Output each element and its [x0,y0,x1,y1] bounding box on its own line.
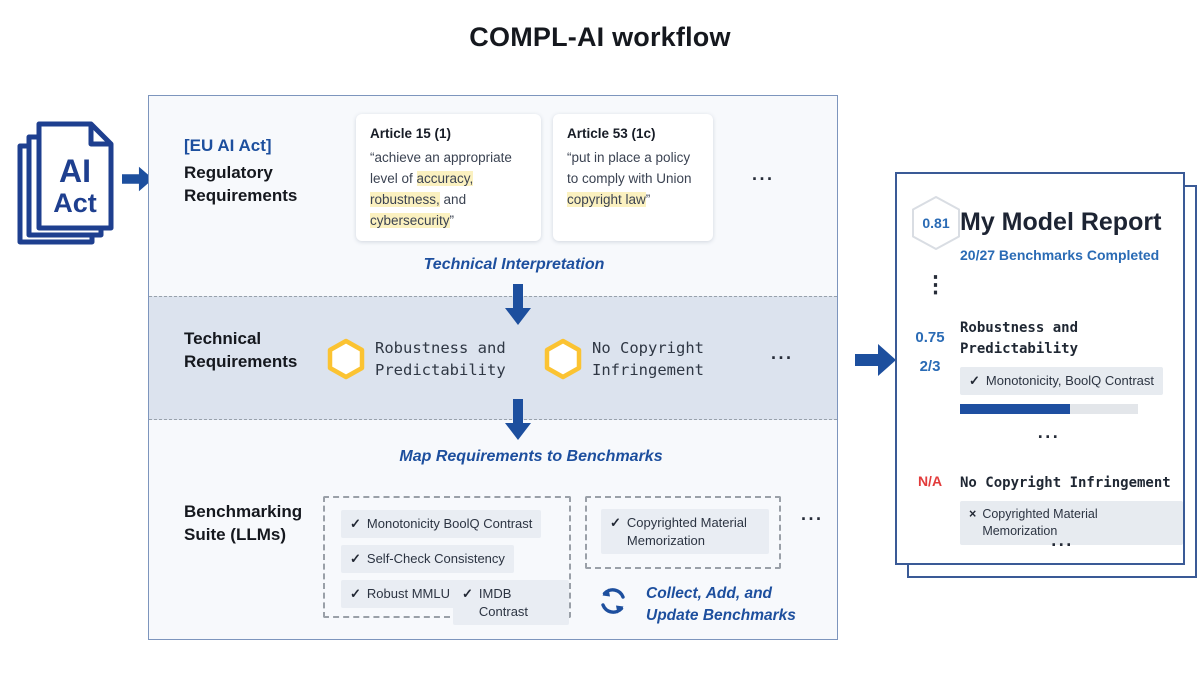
section-benchmarks-chip: ✓ Monotonicity, BoolQ Contrast [960,367,1164,395]
benchmark-group-2: ✓ Copyrighted Material Memorization [585,496,781,569]
regulatory-label-block: [EU AI Act] Regulatory Requirements [184,136,334,208]
article-15-title: Article 15 (1) [370,126,452,141]
doc-label-line2: Act [53,188,97,218]
arrow-right-icon [122,166,154,192]
benchmark-group-1: ✓ Monotonicity BoolQ Contrast ✓ Self-Che… [323,496,571,626]
benchmark-chip-label: Robust MMLU [366,586,450,601]
hexagon-icon [327,338,365,380]
article-53-quote: “put in place a policy to comply with Un… [567,150,692,207]
overall-score-value: 0.81 [922,215,949,231]
check-icon: ✓ [610,515,621,530]
report-title: My Model Report [960,208,1162,236]
section-score: N/A [917,473,943,489]
page-title: COMPL-AI workflow [469,22,731,52]
arrow-right-icon [855,344,896,376]
collect-benchmarks-label: Collect, Add, and Update Benchmarks [646,585,796,625]
check-icon: ✓ [350,586,361,601]
technical-item-robustness: Robustness and Predictability [375,339,506,379]
score-hexagon-badge: 0.81 [912,196,960,250]
section-name: Robustness and Predictability [960,320,1079,357]
technical-interpretation-label: Technical Interpretation [423,256,605,273]
check-icon: ✓ [350,516,361,531]
map-requirements-label: Map Requirements to Benchmarks [399,448,663,465]
benchmark-chip: ✓ IMDB Contrast [453,580,569,626]
benchmark-chip: ✓ Copyrighted Material Memorization [601,509,769,555]
regulatory-requirements-label: Regulatory Requirements [184,163,298,205]
benchmarks-completed-status: 20/27 Benchmarks Completed [960,247,1160,263]
workflow-box: [EU AI Act] Regulatory Requirements Arti… [148,95,838,640]
check-icon: ✓ [350,551,361,566]
hexagon-icon [544,338,582,380]
section-progress-fill [960,404,1071,414]
section-progress-bar [960,404,1138,414]
more-articles-ellipsis: ... [752,164,775,184]
benchmark-chip-label: Self-Check Consistency [366,551,505,566]
benchmark-chip: ✓ Robust MMLU [341,580,459,608]
technical-item-copyright: No Copyright Infringement [592,339,704,379]
article-15-quote: “achieve an appropriate level of accurac… [370,150,512,228]
benchmark-chip-label: Copyrighted Material Memorization [626,515,747,548]
benchmark-chip-label: IMDB Contrast [478,586,529,619]
section-benchmark-count: 2/3 [919,358,941,375]
benchmark-chip: ✓ Self-Check Consistency [341,545,514,573]
arrow-down-icon [505,284,531,325]
arrow-down-icon [505,399,531,440]
section-name: No Copyright Infringement [960,475,1171,491]
doc-label-line1: AI [59,153,91,189]
technical-requirements-label: Technical Requirements [184,329,298,371]
section-score: 0.75 [915,329,945,346]
model-report-card: 0.81 My Model Report 20/27 Benchmarks Co… [895,172,1185,565]
doc-fold-corner [88,124,111,147]
more-results-ellipsis: ... [1051,530,1074,550]
cross-icon: × [969,507,977,521]
refresh-icon [601,588,625,614]
section-benchmarks-label: Copyrighted Material Memorization [982,507,1098,538]
ai-act-document-icon: AI Act [17,121,114,245]
technical-requirements-band [149,296,837,420]
check-icon: ✓ [462,586,473,601]
more-technical-ellipsis: ... [771,343,794,363]
eu-ai-act-tag: [EU AI Act] [184,136,272,155]
section-benchmarks-chip: × Copyrighted Material Memorization [960,501,1183,545]
section-benchmarks-label: Monotonicity, BoolQ Contrast [985,373,1155,388]
benchmarking-suite-label: Benchmarking Suite (LLMs) [184,502,303,544]
article-card-15: Article 15 (1) “achieve an appropriate l… [356,114,541,241]
article-53-title: Article 53 (1c) [567,126,656,141]
benchmark-chip: ✓ Monotonicity BoolQ Contrast [341,510,542,538]
more-sections-ellipsis: ⋮ [924,271,947,297]
doc-page-front [36,121,114,231]
more-benchmarks-ellipsis: ... [801,504,824,524]
benchmark-chip-label: Monotonicity BoolQ Contrast [366,516,533,531]
article-card-53: Article 53 (1c) “put in place a policy t… [553,114,713,241]
check-icon: ✓ [969,373,980,388]
more-results-ellipsis: ... [1037,422,1061,442]
